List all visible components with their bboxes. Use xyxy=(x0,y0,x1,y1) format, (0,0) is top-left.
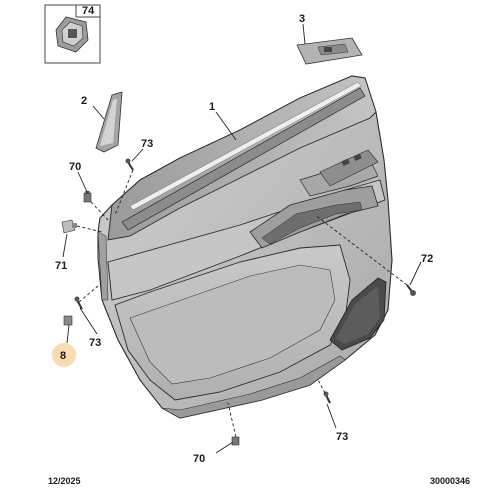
fastener-73-top xyxy=(125,158,134,171)
leader-lines xyxy=(62,23,422,454)
callout-70-top: 70 xyxy=(69,161,81,173)
callout-73-bottom: 73 xyxy=(336,431,348,443)
fastener-71 xyxy=(61,219,77,234)
fastener-70-bottom xyxy=(231,436,240,446)
callout-1: 1 xyxy=(209,101,215,113)
part-74-clip-inset xyxy=(44,4,101,64)
callout-labels: 74 3 2 1 73 70 71 72 8 73 73 70 xyxy=(52,5,433,465)
fastener-8 xyxy=(63,315,73,326)
callout-74: 74 xyxy=(82,5,95,17)
part-1-door-panel xyxy=(97,75,393,419)
fastener-73-mid xyxy=(74,296,83,310)
callout-73-top: 73 xyxy=(141,138,153,150)
callout-8: 8 xyxy=(60,350,66,362)
callout-71: 71 xyxy=(55,260,67,272)
callout-8-highlight xyxy=(52,343,76,367)
callout-70-bottom: 70 xyxy=(193,453,205,465)
callout-3: 3 xyxy=(299,13,305,25)
callout-73-mid: 73 xyxy=(89,337,101,349)
part-3-switch-bezel xyxy=(296,37,363,65)
fastener-70-top xyxy=(83,191,92,203)
fastener-72 xyxy=(406,284,416,296)
part-2-mirror-trim xyxy=(95,91,123,153)
footer-reference-number: 30000346 xyxy=(429,476,470,486)
footer-date: 12/2025 xyxy=(48,476,81,486)
fastener-73-bottom xyxy=(323,391,331,404)
callout-2: 2 xyxy=(81,95,87,107)
callout-72: 72 xyxy=(421,253,433,265)
